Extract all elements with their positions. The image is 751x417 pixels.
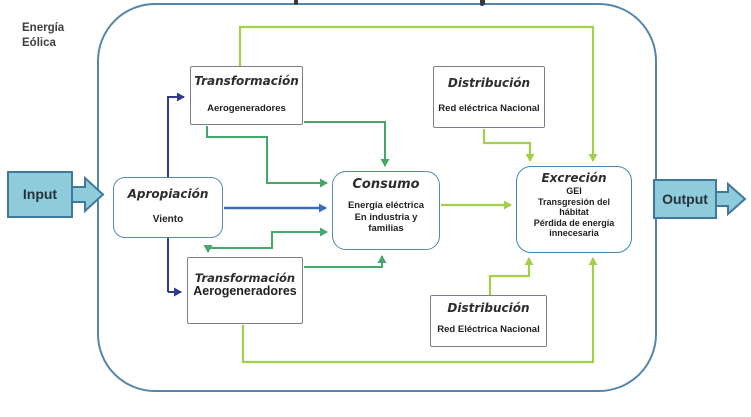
input-label: Input bbox=[23, 186, 58, 202]
node-body: Viento bbox=[152, 214, 184, 225]
node-apropiacion: Apropiación Viento bbox=[113, 177, 223, 238]
node-body: Energía eléctrica En industria y familia… bbox=[347, 200, 425, 234]
flow-distribucion-bottom-to-excrecion bbox=[488, 257, 534, 297]
node-consumo: Consumo Energía eléctrica En industria y… bbox=[332, 171, 440, 250]
node-body: Aerogeneradores bbox=[193, 284, 297, 298]
output-arrowhead bbox=[715, 181, 747, 217]
node-body: Red Eléctrica Nacional bbox=[437, 324, 540, 335]
node-title: Transformación bbox=[194, 74, 299, 88]
node-title: Excreción bbox=[541, 171, 607, 185]
node-title: Consumo bbox=[352, 177, 420, 192]
flow-transformacion-top-to-consumo-top bbox=[304, 121, 390, 167]
node-title: Distribución bbox=[447, 301, 530, 315]
flow-transformacion-bottom-to-excrecion-bottom bbox=[241, 257, 598, 364]
output-box bbox=[653, 179, 717, 219]
cropped-text-artifact bbox=[294, 0, 298, 5]
flow-transformacion-bottom-to-consumo-bottom bbox=[304, 255, 387, 268]
output-arrow: Output bbox=[653, 179, 747, 219]
node-body: Aerogeneradores bbox=[207, 103, 286, 114]
node-distribucion-top: Distribución Red eléctrica Nacional bbox=[433, 66, 545, 128]
energy-source-label: Energía Eólica bbox=[22, 22, 65, 49]
node-body: Red eléctrica Nacional bbox=[438, 103, 540, 114]
node-title: Distribución bbox=[447, 76, 531, 90]
node-title: Apropiación bbox=[127, 187, 209, 201]
input-box bbox=[7, 171, 73, 218]
input-arrow: Input bbox=[7, 171, 105, 218]
node-body: GEI Transgresión del hábitat Pérdida de … bbox=[533, 186, 615, 238]
node-transformacion-top: Transformación Aerogeneradores bbox=[190, 66, 303, 125]
flow-transformacion-top-to-excrecion-top bbox=[238, 25, 598, 162]
input-arrowhead bbox=[71, 175, 105, 214]
node-excrecion: Excreción GEI Transgresión del hábitat P… bbox=[516, 166, 632, 253]
flow-transformacion-top-to-consumo-left bbox=[206, 126, 328, 188]
flow-distribucion-top-to-excrecion bbox=[482, 129, 535, 162]
node-distribucion-bottom: Distribución Red Eléctrica Nacional bbox=[430, 295, 547, 347]
node-transformacion-bottom: Transformación Aerogeneradores bbox=[187, 257, 303, 324]
node-title: Transformación bbox=[194, 271, 296, 285]
flow-transformacion-bottom-to-consumo-left bbox=[208, 227, 328, 249]
output-label: Output bbox=[662, 191, 708, 207]
cropped-text-artifact bbox=[480, 0, 485, 6]
